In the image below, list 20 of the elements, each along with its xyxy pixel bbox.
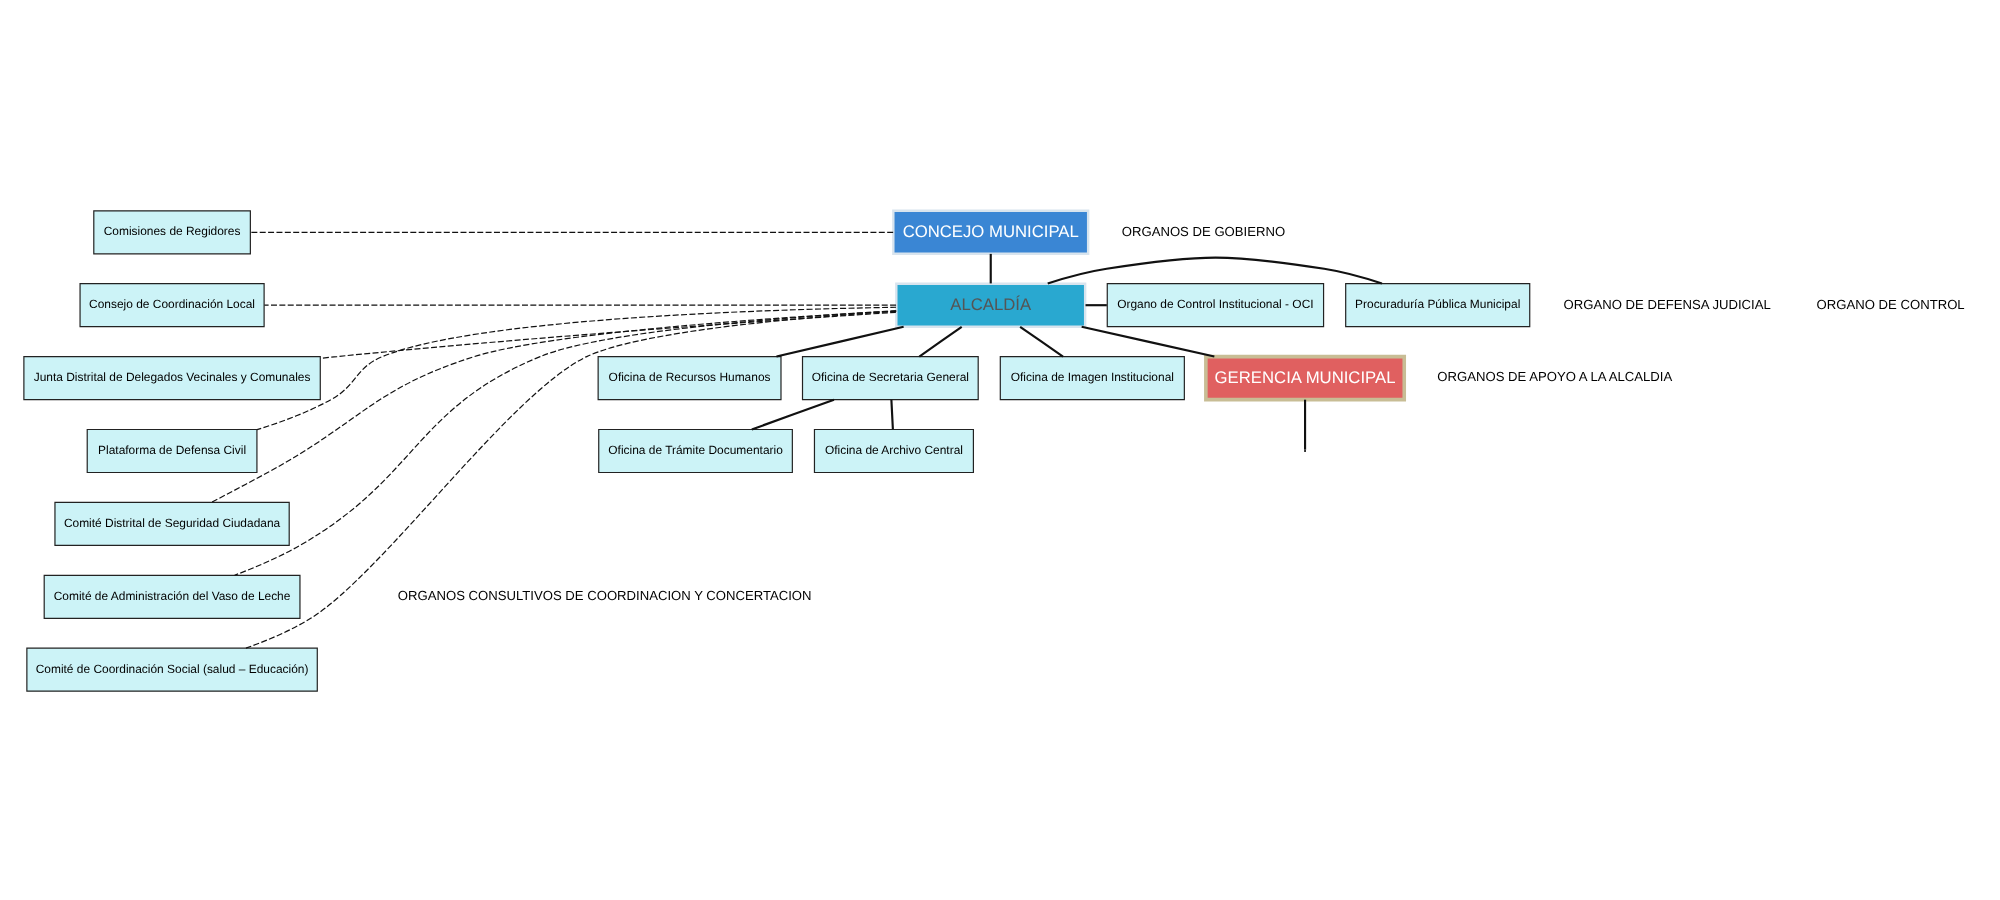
- connector: [776, 324, 904, 357]
- connector: [751, 397, 835, 430]
- connector: [249, 230, 894, 232]
- connector: [234, 309, 897, 575]
- connector: [1047, 255, 1383, 284]
- node-box: ALCALDÍA: [895, 281, 1087, 327]
- connector: [918, 324, 963, 357]
- connector: [211, 309, 897, 502]
- node-box: CONCEJO MUNICIPAL: [892, 208, 1090, 254]
- connector: [989, 252, 992, 283]
- node-box: GERENCIA MUNICIPAL: [1204, 353, 1407, 401]
- connector: [890, 398, 894, 429]
- connector: [1019, 324, 1064, 357]
- connector: [245, 309, 897, 648]
- connector: [263, 303, 897, 305]
- connector: [256, 305, 897, 430]
- connector: [1085, 303, 1107, 306]
- connector: [319, 310, 897, 358]
- connector: [1303, 398, 1307, 449]
- connector: [1081, 324, 1215, 357]
